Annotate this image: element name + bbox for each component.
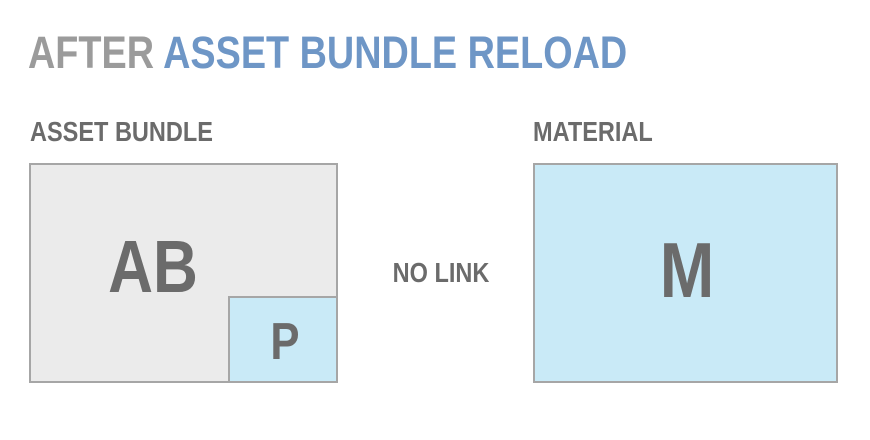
diagram-title: AFTER ASSET BUNDLE RELOAD — [28, 30, 627, 75]
prefab-sub-box: P — [228, 296, 338, 383]
material-label: MATERIAL — [533, 116, 653, 147]
material-letter: M — [659, 226, 715, 314]
prefab-letter: P — [270, 313, 300, 371]
asset-bundle-box: AB — [29, 163, 338, 383]
title-prefix: AFTER — [28, 27, 164, 78]
title-highlight: ASSET BUNDLE RELOAD — [163, 27, 628, 78]
material-box: M — [533, 163, 838, 383]
asset-bundle-letter: AB — [108, 225, 198, 308]
asset-bundle-label: ASSET BUNDLE — [30, 116, 213, 147]
no-link-label: NO LINK — [392, 257, 490, 288]
